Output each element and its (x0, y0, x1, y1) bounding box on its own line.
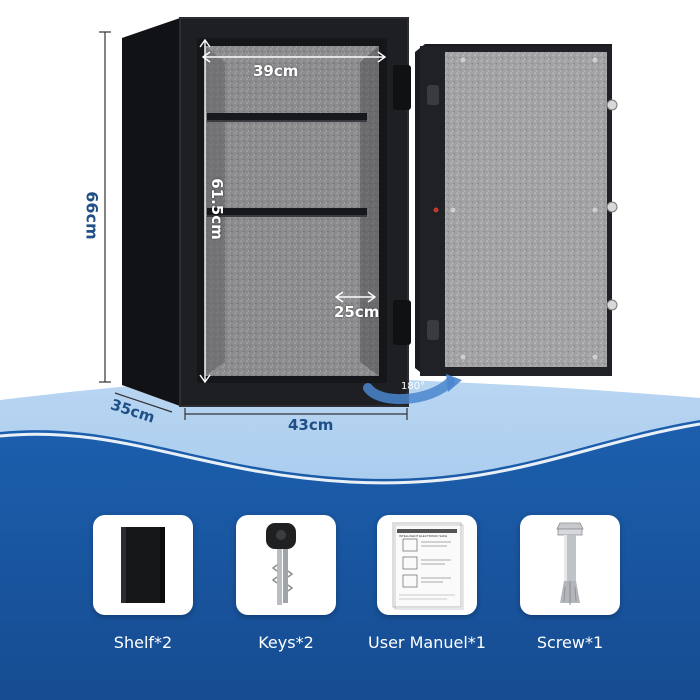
screw-label: Screw*1 (536, 633, 604, 652)
safe-body (122, 17, 411, 407)
keys-label: Keys*2 (258, 633, 314, 652)
inner-height-label: 61.5cm (207, 178, 226, 240)
width-label: 43cm (288, 416, 334, 434)
screw-card (520, 515, 620, 615)
keys-icon (266, 523, 296, 605)
blue-band (0, 420, 700, 700)
keys-card (236, 515, 336, 615)
inner-width-label: 39cm (253, 62, 299, 80)
manual-icon (392, 522, 464, 610)
shelf-card (93, 515, 193, 615)
manual-label: User Manuel*1 (368, 633, 486, 652)
safe-door (415, 44, 618, 376)
dimension-lines (99, 31, 408, 420)
manual-heading: INTELLIGENT ELECTRONIC SAFE (399, 534, 448, 538)
shelf-icon (121, 527, 165, 603)
door-angle-label: 180° (401, 381, 426, 392)
height-label: 66cm (82, 191, 102, 240)
shelf-label: Shelf*2 (113, 633, 173, 652)
inner-dimension-lines (199, 38, 387, 384)
screw-icon (556, 522, 584, 605)
rotation-arrow (363, 374, 462, 404)
manual-card: INTELLIGENT ELECTRONIC SAFE (377, 515, 477, 615)
inner-depth-label: 25cm (334, 303, 380, 321)
